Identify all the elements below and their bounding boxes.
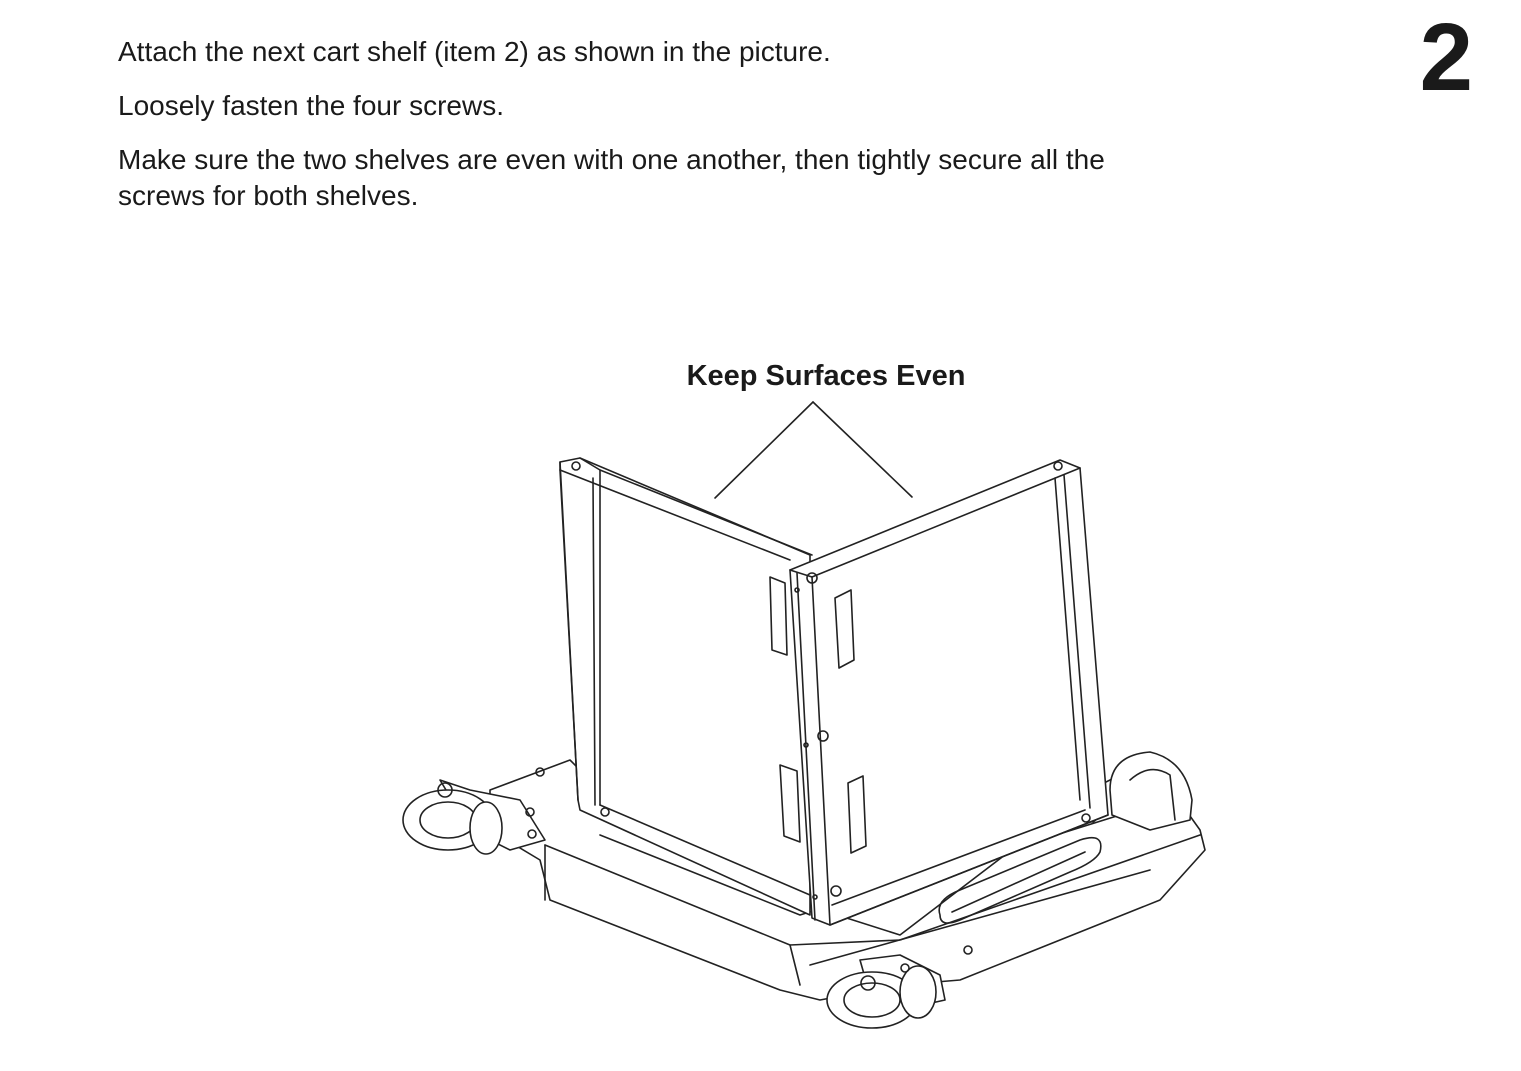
step-number: 2 <box>1419 4 1473 111</box>
instruction-secure-screws: Make sure the two shelves are even with … <box>118 144 1105 211</box>
callout-leader-lines <box>714 401 913 499</box>
left-shelf-panel <box>559 457 813 916</box>
instruction-attach-shelf: Attach the next cart shelf (item 2) as s… <box>118 36 831 67</box>
right-shelf-panel <box>789 459 1109 926</box>
callout-label: Keep Surfaces Even <box>686 360 966 392</box>
instruction-fasten-screws: Loosely fasten the four screws. <box>118 90 504 121</box>
left-caster <box>402 779 546 855</box>
right-caster <box>826 954 946 1029</box>
cart-base <box>489 751 1206 1001</box>
instruction-list: Attach the next cart shelf (item 2) as s… <box>118 34 1158 232</box>
